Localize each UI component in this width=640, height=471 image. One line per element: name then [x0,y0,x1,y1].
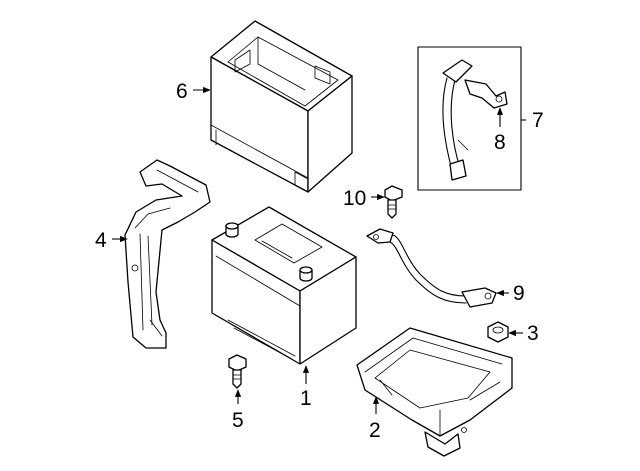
callout-3: 3 [527,322,539,345]
callout-5: 5 [232,409,244,432]
battery-tray [356,327,513,457]
callout-7: 7 [532,109,544,132]
callout-8: 8 [494,131,506,154]
bolt-5 [228,354,247,389]
leader-lines [112,86,526,414]
callout-9: 9 [513,282,525,305]
negative-cable [366,228,497,308]
callout-1: 1 [300,387,312,410]
battery [211,206,357,365]
callout-10: 10 [343,187,366,210]
callout-2: 2 [369,419,381,442]
battery-cover [210,20,353,193]
nut-3 [487,321,509,343]
callout-labels: 6 7 8 10 4 9 3 1 5 2 [95,80,544,442]
battery-bracket [124,159,211,349]
bolt-10 [384,185,403,219]
cable-assembly-box [417,46,522,191]
positive-cable [442,59,508,181]
callout-6: 6 [176,80,188,103]
callout-4: 4 [95,229,107,252]
